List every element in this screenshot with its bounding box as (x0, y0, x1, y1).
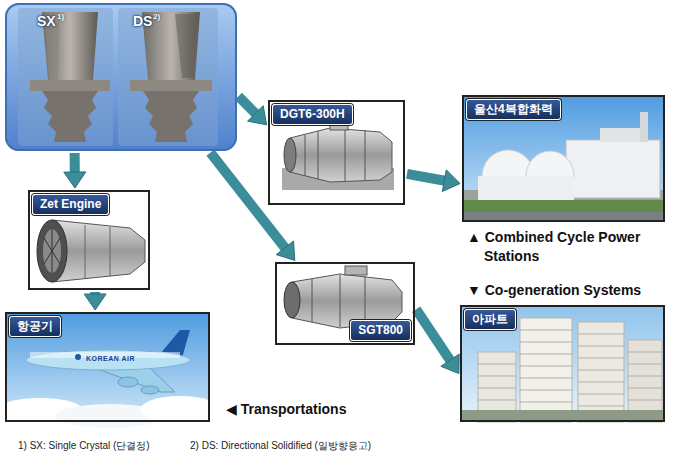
power-station-photo (462, 95, 665, 222)
category-label: ◀ Transportations (226, 400, 346, 419)
title-tab: DGT6-300H (272, 104, 353, 125)
arrow-head (442, 170, 460, 192)
blade-label: DS (133, 13, 152, 29)
footnote: 1) SX: Single Crystal (단결정) (18, 440, 150, 452)
gas-turbine-drawing (282, 120, 394, 190)
flow-arrow (416, 309, 459, 373)
title-tab: 아파트 (464, 309, 516, 330)
jet-engine-drawing (37, 220, 145, 282)
flow-arrow (407, 170, 460, 192)
blade-label: SX (37, 13, 56, 29)
photo-ground (118, 8, 218, 146)
ds-blade (130, 12, 212, 142)
footnote-mark: 2) (153, 12, 160, 21)
sgt800-drawing (284, 266, 402, 328)
arrow-head (64, 172, 86, 188)
arrow-shaft (210, 153, 286, 250)
arrow-shaft (70, 153, 80, 174)
arrow-head (276, 241, 295, 260)
arrow-shaft (407, 174, 446, 181)
panel-ground (5, 3, 237, 151)
flow-arrow (210, 153, 294, 261)
turbine-box: DGT6-300H (268, 100, 405, 205)
title-tab: 울산4복합화력 (466, 99, 561, 120)
airplane-photo (0, 312, 220, 428)
title-tab: SGT800 (350, 320, 411, 341)
photo-box: 항공기 (5, 312, 210, 422)
photo-box: 울산4복합화력 (462, 95, 665, 222)
turbine-box: SGT800 (275, 262, 415, 345)
photo-ground (18, 8, 113, 146)
flow-arrow (84, 292, 106, 310)
arrow-head (84, 294, 106, 310)
flow-arrow (64, 153, 86, 188)
category-label: ▲ Combined Cycle Power Stations (467, 228, 667, 266)
title-tab: 항공기 (9, 316, 61, 337)
sx-blade (30, 12, 110, 142)
blade-panel: SX DS (5, 3, 237, 151)
engine-box: Zet Engine (28, 190, 150, 290)
arrow-head (248, 106, 267, 125)
arrow-shaft (416, 309, 451, 362)
aircraft-logo: KOREAN AIR (86, 355, 135, 363)
photo-box: 아파트 (460, 305, 665, 422)
apartment-photo (460, 305, 665, 422)
title-tab: Zet Engine (32, 194, 109, 215)
footnote: 2) DS: Directional Solidified (일방향응고) (190, 440, 371, 452)
arrow-head (441, 354, 459, 373)
flow-arrow (238, 96, 266, 125)
arrow-shaft (238, 96, 256, 115)
footnote-mark: 1) (57, 12, 64, 21)
category-label: ▼ Co-generation Systems (467, 281, 641, 300)
